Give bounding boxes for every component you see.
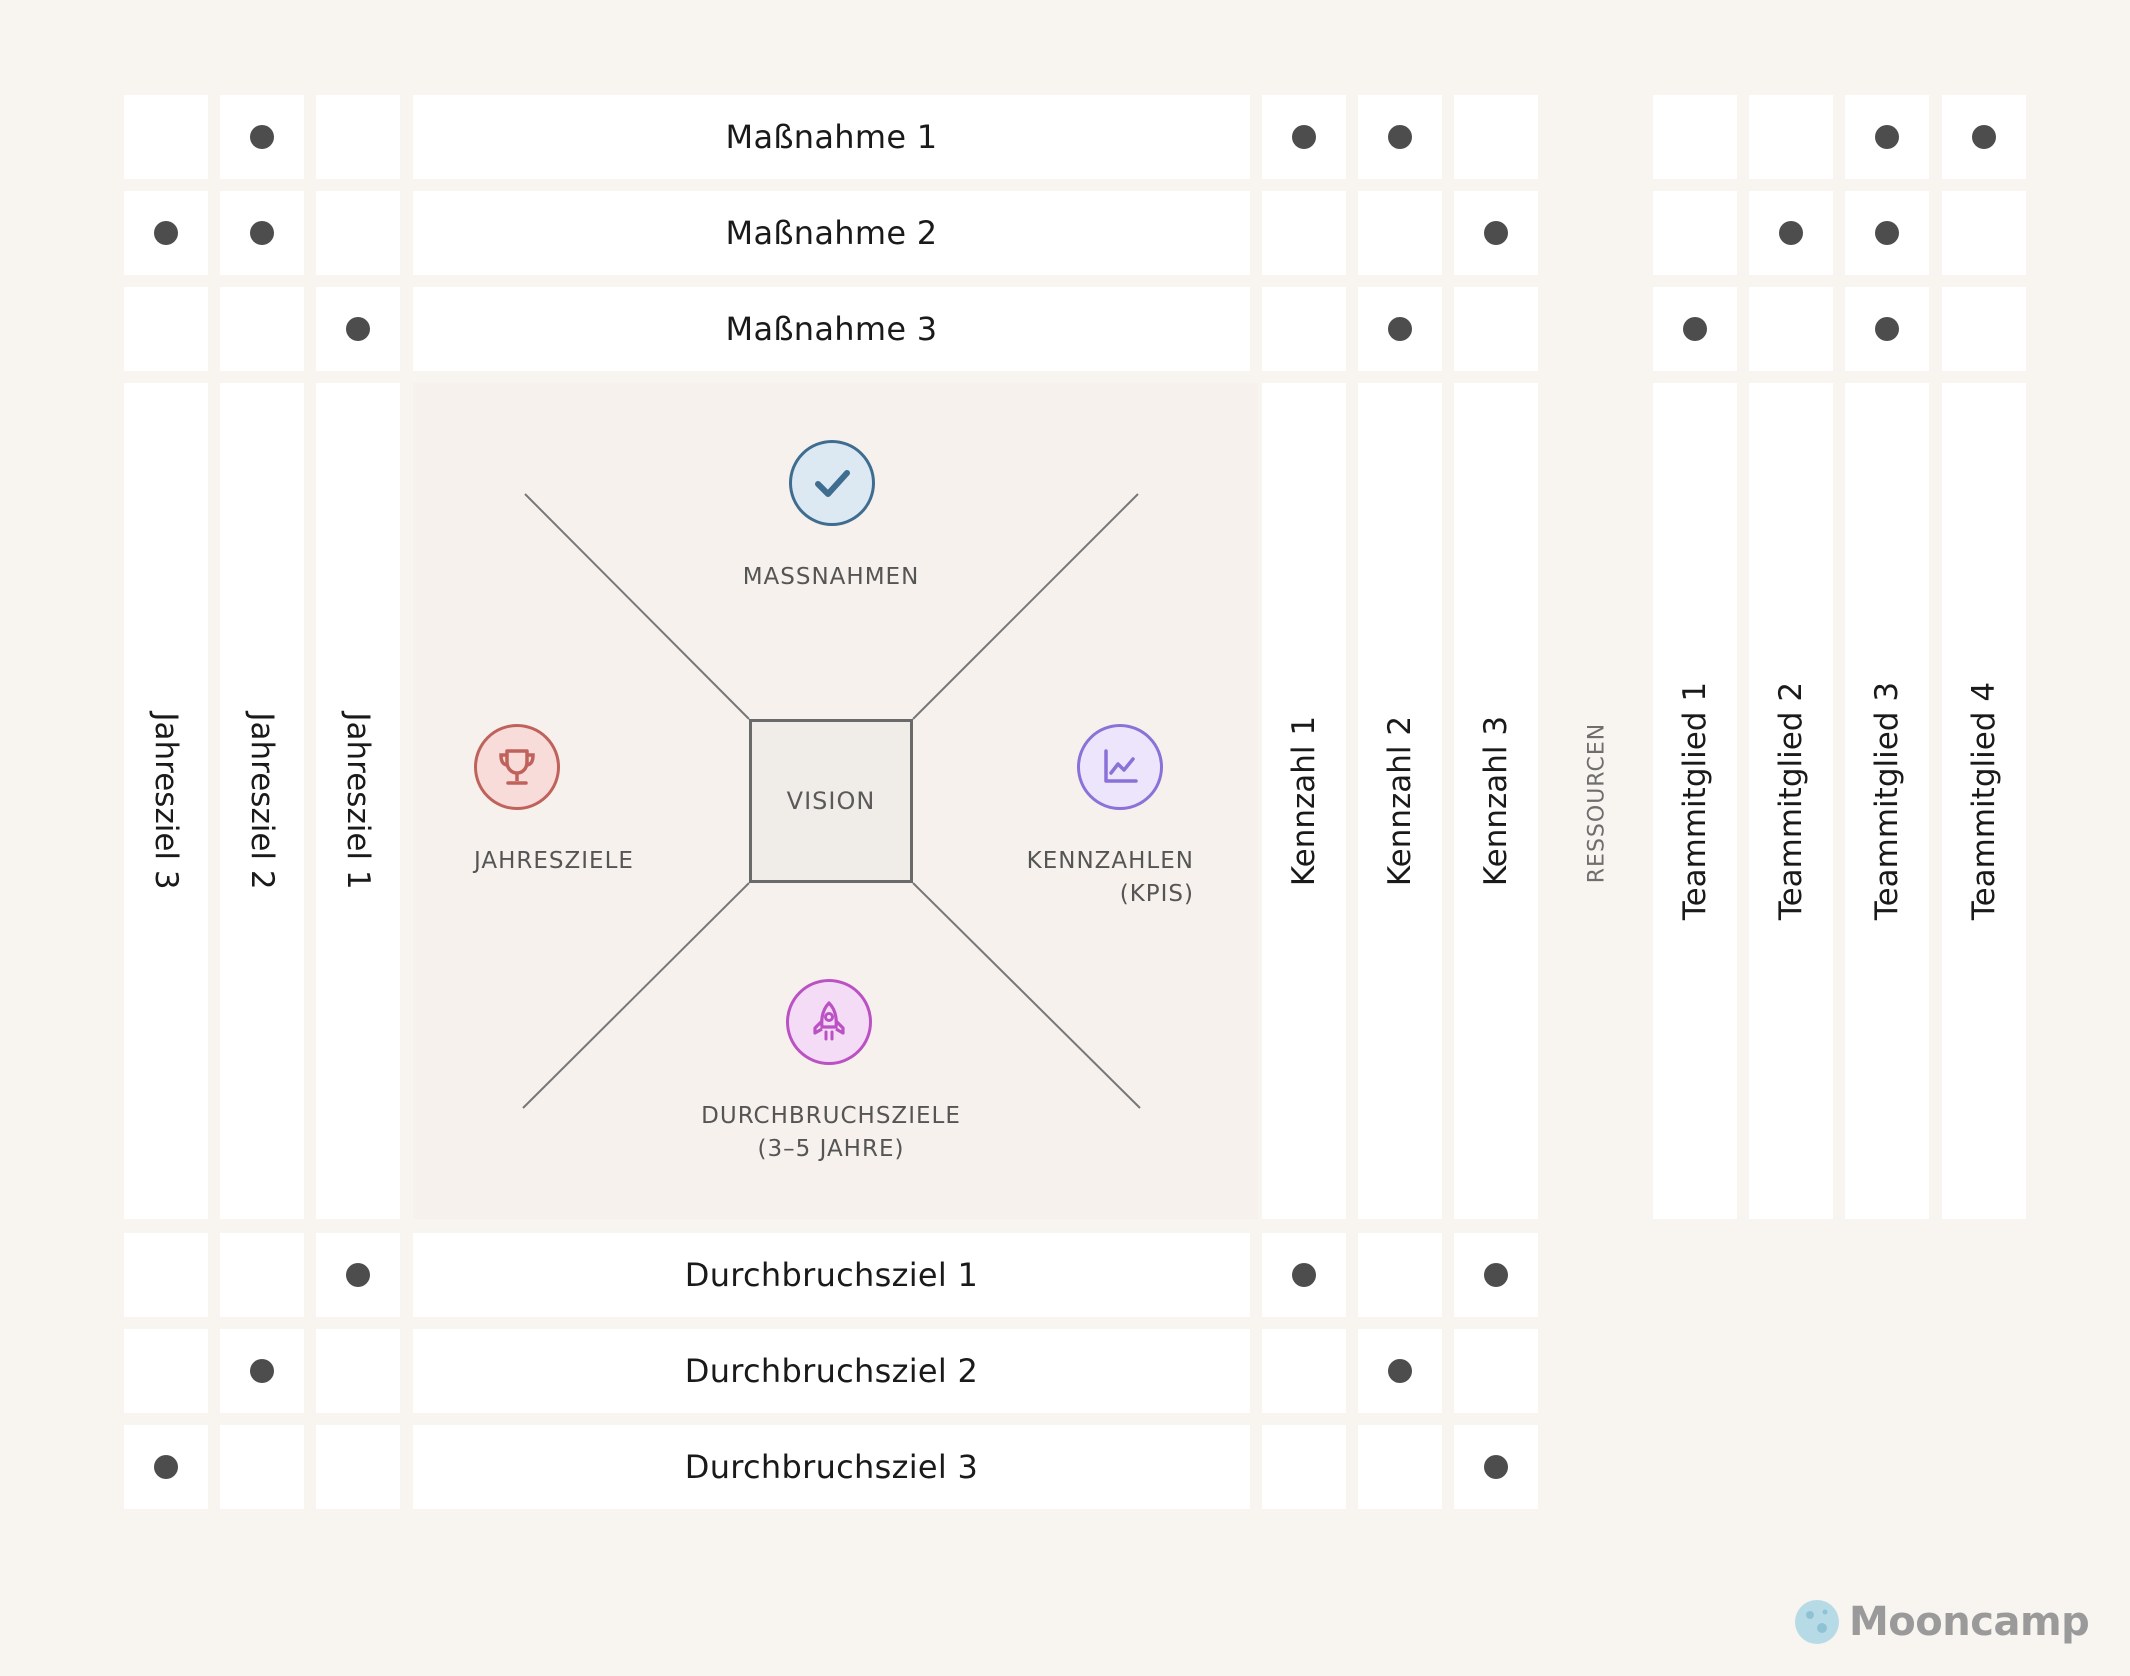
massnahmen-label: MASSNAHMEN bbox=[742, 564, 920, 590]
teammitglied-column bbox=[1942, 383, 2026, 1219]
line-chart-icon bbox=[1077, 724, 1163, 810]
matrix-cell bbox=[1454, 95, 1538, 179]
matrix-cell bbox=[1454, 1329, 1538, 1413]
kennzahl-label: Kennzahl 3 bbox=[1478, 715, 1514, 887]
matrix-dot bbox=[1388, 317, 1412, 341]
matrix-cell bbox=[124, 1329, 208, 1413]
matrix-cell bbox=[1262, 191, 1346, 275]
matrix-cell bbox=[124, 1233, 208, 1317]
kennzahl-label: Kennzahl 2 bbox=[1382, 715, 1418, 887]
jahresziele-label: JAHRESZIELE bbox=[474, 848, 634, 874]
matrix-cell bbox=[220, 1425, 304, 1509]
matrix-dot bbox=[154, 221, 178, 245]
matrix-dot bbox=[346, 1263, 370, 1287]
matrix-cell bbox=[1454, 287, 1538, 371]
kennzahl-column bbox=[1262, 383, 1346, 1219]
trophy-icon bbox=[474, 724, 560, 810]
matrix-dot bbox=[1484, 221, 1508, 245]
matrix-cell bbox=[1653, 95, 1737, 179]
matrix-cell bbox=[316, 95, 400, 179]
teammitglied-column bbox=[1653, 383, 1737, 1219]
matrix-cell bbox=[316, 191, 400, 275]
durchbruch-label-line1: DURCHBRUCHSZIELE bbox=[701, 1103, 961, 1129]
durchbruch-label-line2: (3–5 JAHRE) bbox=[757, 1136, 905, 1162]
teammitglied-label: Teammitglied 3 bbox=[1869, 681, 1905, 921]
matrix-cell bbox=[316, 1329, 400, 1413]
massnahme-row-label: Maßnahme 2 bbox=[413, 191, 1250, 275]
matrix-dot bbox=[1484, 1455, 1508, 1479]
matrix-cell bbox=[220, 1233, 304, 1317]
matrix-dot bbox=[1875, 317, 1899, 341]
vision-box: VISION bbox=[749, 719, 913, 883]
matrix-cell bbox=[1749, 95, 1833, 179]
matrix-dot bbox=[1683, 317, 1707, 341]
matrix-dot bbox=[1779, 221, 1803, 245]
teammitglied-label: Teammitglied 2 bbox=[1773, 681, 1809, 921]
kennzahlen-label-line1: KENNZAHLEN bbox=[1026, 848, 1194, 874]
jahresziel-column bbox=[124, 383, 208, 1219]
matrix-cell bbox=[1358, 1425, 1442, 1509]
matrix-dot bbox=[1388, 125, 1412, 149]
matrix-cell bbox=[1942, 287, 2026, 371]
matrix-dot bbox=[1972, 125, 1996, 149]
kennzahl-label: Kennzahl 1 bbox=[1286, 715, 1322, 887]
ressourcen-label: RESSOURCEN bbox=[1584, 722, 1610, 884]
durchbruchsziel-row-label: Durchbruchsziel 2 bbox=[413, 1329, 1250, 1413]
durchbruchsziel-row-label: Durchbruchsziel 1 bbox=[413, 1233, 1250, 1317]
matrix-cell bbox=[1262, 1329, 1346, 1413]
matrix-cell bbox=[1358, 1233, 1442, 1317]
matrix-dot bbox=[1292, 125, 1316, 149]
matrix-dot bbox=[1875, 221, 1899, 245]
rocket-icon bbox=[786, 979, 872, 1065]
jahresziel-label: Jahresziel 1 bbox=[340, 712, 376, 890]
teammitglied-column bbox=[1749, 383, 1833, 1219]
jahresziel-label: Jahresziel 2 bbox=[244, 712, 280, 890]
jahresziel-column bbox=[316, 383, 400, 1219]
matrix-dot bbox=[250, 125, 274, 149]
matrix-cell bbox=[1262, 1425, 1346, 1509]
matrix-dot bbox=[1292, 1263, 1316, 1287]
mooncamp-logo: Mooncamp bbox=[1793, 1598, 2090, 1646]
durchbruchsziel-row-label: Durchbruchsziel 3 bbox=[413, 1425, 1250, 1509]
massnahme-row-label: Maßnahme 1 bbox=[413, 95, 1250, 179]
matrix-cell bbox=[1358, 191, 1442, 275]
matrix-cell bbox=[316, 1425, 400, 1509]
kennzahlen-label-line2: (KPIS) bbox=[1119, 881, 1194, 907]
matrix-cell bbox=[124, 287, 208, 371]
massnahme-row-label: Maßnahme 3 bbox=[413, 287, 1250, 371]
matrix-cell bbox=[1653, 191, 1737, 275]
durchbruch-label: DURCHBRUCHSZIELE (3–5 JAHRE) bbox=[701, 1100, 961, 1166]
matrix-cell bbox=[124, 95, 208, 179]
matrix-dot bbox=[250, 1359, 274, 1383]
kennzahl-column bbox=[1358, 383, 1442, 1219]
teammitglied-label: Teammitglied 1 bbox=[1677, 681, 1713, 921]
matrix-dot bbox=[346, 317, 370, 341]
teammitglied-column bbox=[1845, 383, 1929, 1219]
jahresziel-column bbox=[220, 383, 304, 1219]
matrix-dot bbox=[154, 1455, 178, 1479]
kennzahlen-label: KENNZAHLEN (KPIS) bbox=[1022, 845, 1194, 911]
kennzahl-column bbox=[1454, 383, 1538, 1219]
matrix-cell bbox=[1942, 191, 2026, 275]
moon-logo-icon bbox=[1795, 1600, 1839, 1644]
matrix-cell bbox=[1749, 287, 1833, 371]
teammitglied-label: Teammitglied 4 bbox=[1966, 681, 2002, 921]
matrix-dot bbox=[1875, 125, 1899, 149]
matrix-dot bbox=[1484, 1263, 1508, 1287]
jahresziel-label: Jahresziel 3 bbox=[148, 712, 184, 890]
matrix-dot bbox=[1388, 1359, 1412, 1383]
check-icon bbox=[789, 440, 875, 526]
matrix-dot bbox=[250, 221, 274, 245]
matrix-cell bbox=[1262, 287, 1346, 371]
matrix-cell bbox=[220, 287, 304, 371]
logo-text: Mooncamp bbox=[1849, 1599, 2090, 1645]
